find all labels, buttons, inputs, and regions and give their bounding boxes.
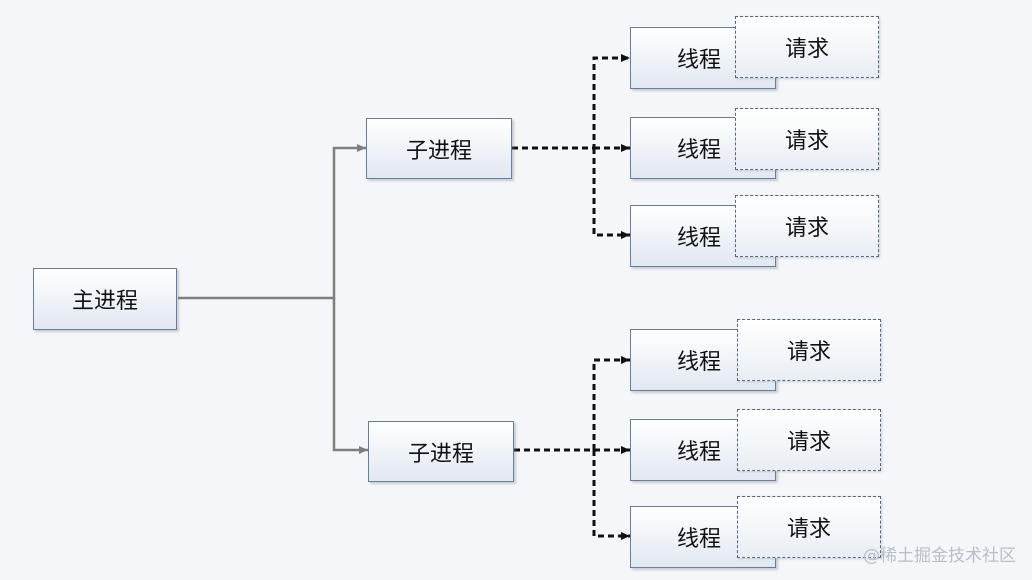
main-to-child-2-connector [332, 298, 368, 454]
request-node-1-3: 请求 [735, 195, 879, 257]
request-label: 请求 [784, 216, 829, 241]
child-1-to-thread-1-connector [512, 54, 630, 150]
request-label: 请求 [786, 430, 831, 455]
thread-label: 线程 [677, 440, 722, 465]
child-process-label: 子进程 [405, 138, 472, 164]
child-1-to-thread-3-connector [592, 148, 630, 239]
child-process-node-2: 子进程 [368, 421, 514, 482]
main-process-label: 主进程 [71, 289, 138, 314]
main-process-node: 主进程 [33, 268, 177, 330]
watermark: @稀土掘金技术社区 [863, 546, 1016, 566]
request-label: 请求 [786, 517, 831, 542]
child-2-to-thread-1-connector [514, 356, 630, 452]
main-to-child-1-connector [178, 144, 366, 300]
request-node-1-2: 请求 [735, 108, 879, 170]
request-label: 请求 [784, 129, 829, 154]
request-label: 请求 [784, 37, 829, 62]
request-node-2-3: 请求 [737, 496, 881, 558]
thread-label: 线程 [677, 138, 722, 163]
child-process-label: 子进程 [407, 441, 474, 467]
request-label: 请求 [786, 340, 831, 365]
request-node-1-1: 请求 [735, 16, 879, 78]
thread-label: 线程 [677, 350, 722, 375]
thread-label: 线程 [677, 226, 722, 251]
thread-label: 线程 [677, 48, 722, 73]
thread-label: 线程 [677, 527, 722, 552]
request-node-2-1: 请求 [737, 319, 881, 381]
child-process-node-1: 子进程 [366, 118, 512, 179]
request-node-2-2: 请求 [737, 409, 881, 471]
child-2-to-thread-3-connector [592, 450, 630, 540]
